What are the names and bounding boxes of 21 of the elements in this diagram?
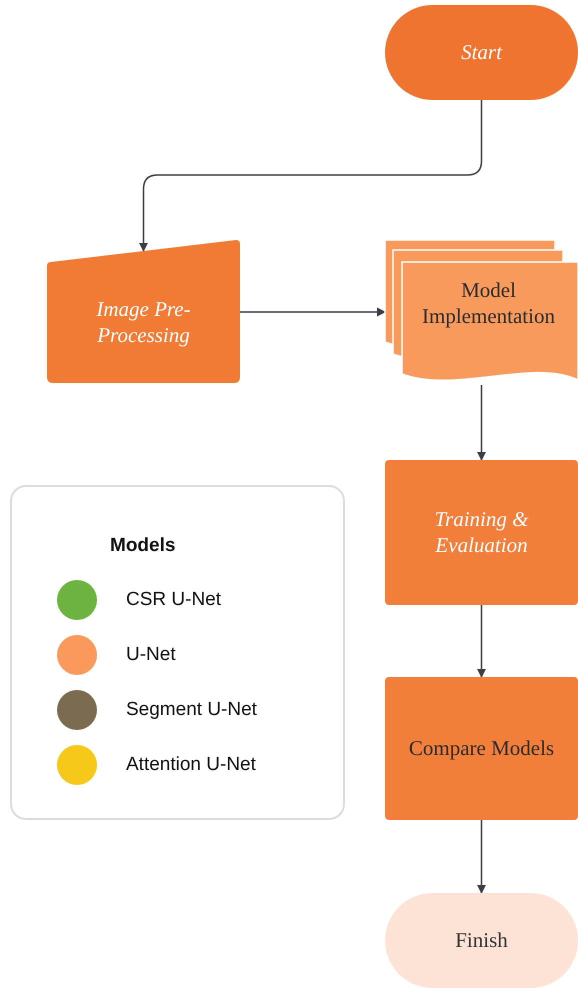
legend-label: CSR U-Net [126,589,222,611]
node-label: Compare Models [408,736,554,762]
legend-title: Models [110,535,176,557]
node-label: Finish [455,928,508,954]
arrow [139,100,482,252]
process-box [385,677,578,820]
arrow [477,820,486,894]
legend-label: Attention U-Net [126,754,256,776]
arrow [477,385,486,461]
manual-input-shape [47,240,240,383]
legend-label: Segment U-Net [126,699,257,721]
arrow [477,605,486,678]
end-terminal [385,893,578,988]
arrow [240,308,386,316]
node-label: Start [461,40,502,66]
process-box [385,460,578,605]
node-label: Image Pre-Processing [95,297,192,348]
start-terminal [385,5,578,100]
node-label: Training & Evaluation [434,507,530,558]
legend-label: U-Net [126,644,176,666]
node-label: Model Implementation [421,278,556,329]
